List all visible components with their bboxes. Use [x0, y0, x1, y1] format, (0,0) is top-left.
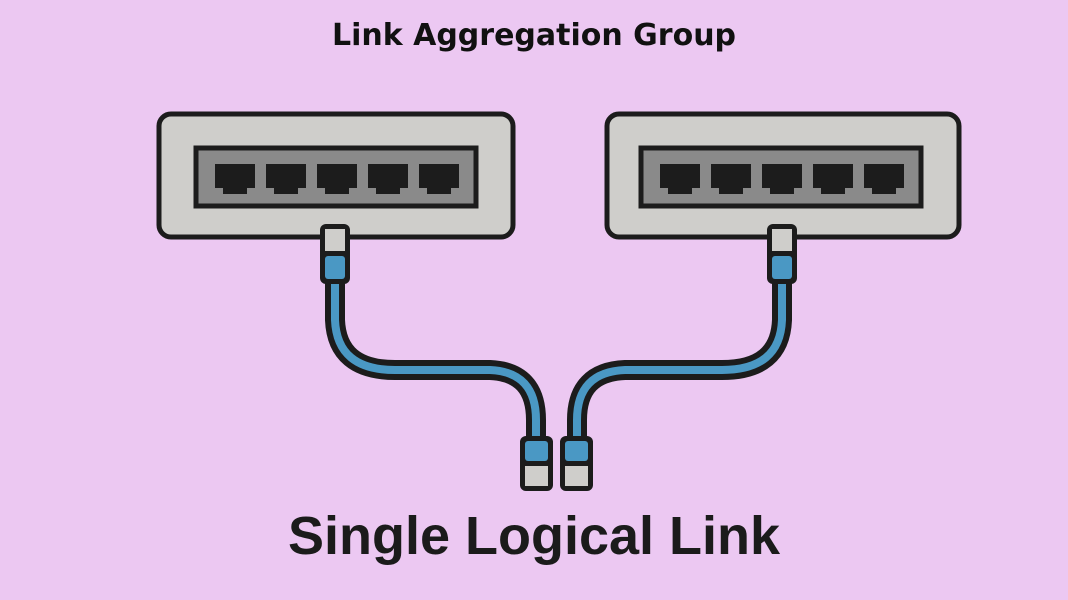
left-switch [156, 111, 516, 240]
ethernet-port-icon [317, 164, 357, 194]
ethernet-port-icon [266, 164, 306, 194]
ethernet-port-icon [813, 164, 853, 194]
switch-ports [215, 164, 459, 194]
diagram-title: Link Aggregation Group [331, 18, 737, 53]
ethernet-port-icon [762, 164, 802, 194]
ethernet-port-icon [368, 164, 408, 194]
aggregate-plug-left [520, 436, 553, 491]
aggregate-plug-right [560, 436, 593, 491]
right-switch [604, 111, 962, 240]
diagram-caption: Single Logical Link [287, 506, 781, 566]
cable-right [567, 272, 792, 452]
ethernet-port-icon [711, 164, 751, 194]
rj45-connector-icon [767, 224, 797, 284]
ethernet-port-icon [864, 164, 904, 194]
cable-left [325, 272, 546, 452]
ethernet-port-icon [660, 164, 700, 194]
ethernet-port-icon [419, 164, 459, 194]
ethernet-port-icon [215, 164, 255, 194]
switch-ports [660, 164, 904, 194]
rj45-connector-icon [320, 224, 350, 284]
